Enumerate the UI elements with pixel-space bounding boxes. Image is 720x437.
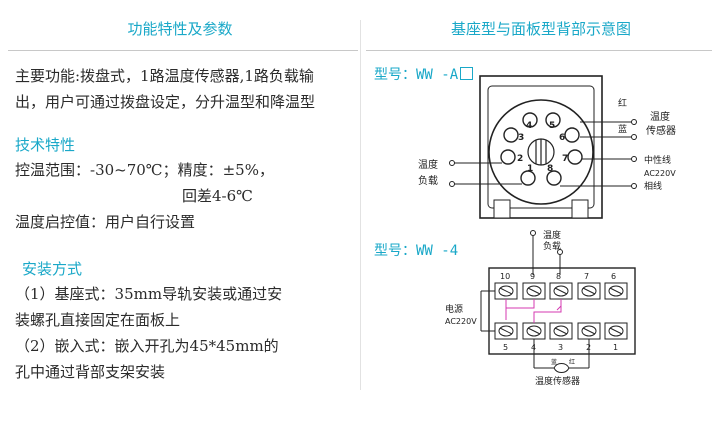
- install-line-2: 装螺孔直接固定在面板上: [15, 311, 181, 329]
- power-voltage-label: AC220V: [445, 317, 477, 326]
- label-ac: AC220V: [644, 169, 676, 178]
- svg-text:7: 7: [562, 154, 568, 164]
- sensor-blue-label: 蓝: [551, 358, 557, 366]
- pin-2: 2: [500, 149, 523, 165]
- terminal-number-8: 8: [556, 272, 561, 281]
- install-line-3: （2）嵌入式：嵌入开孔为45*45mm的: [15, 337, 279, 355]
- terminal-number-7: 7: [584, 272, 589, 281]
- socket-housing: [479, 75, 603, 219]
- pin-5: 5: [545, 112, 561, 131]
- label-left-temp: 温度: [418, 158, 438, 171]
- sensor-red-label: 红: [569, 358, 575, 366]
- pin-3: 3: [503, 127, 524, 143]
- panel-terminal-diagram: 温度 负载 10 9 8 7 6 5 4 3 2 1 电源 AC220V: [445, 229, 636, 387]
- model-checkbox-icon: [460, 67, 474, 80]
- terminal-number-10: 10: [500, 272, 510, 281]
- svg-text:4: 4: [526, 121, 532, 131]
- pin-1: 1: [520, 164, 536, 186]
- socket-inner-frame: [487, 85, 595, 209]
- pin-7: 7: [562, 149, 583, 165]
- sensor-icon: [553, 363, 570, 373]
- terminal-row-top: [494, 282, 628, 300]
- left-title-rule: [8, 50, 358, 51]
- sensor-label: 温度传感器: [535, 375, 580, 387]
- terminal-number-9: 9: [530, 272, 535, 281]
- right-section-title: 基座型与面板型背部示意图: [450, 20, 631, 38]
- install-line-4: 孔中通过背部支架安装: [15, 363, 166, 381]
- right-title-rule: [366, 50, 712, 51]
- pin-8: 8: [546, 164, 562, 186]
- label-phase: 相线: [644, 180, 662, 192]
- terminal-block: [488, 267, 636, 355]
- svg-text:1: 1: [527, 164, 533, 174]
- svg-text:3: 3: [518, 133, 524, 143]
- column-divider: [360, 20, 361, 390]
- label-blue: 蓝: [618, 123, 627, 135]
- base-socket-diagram: 4 5 3 6 2 7 1 8 红 蓝 温度 传感器 中性线 AC220V 相线: [418, 75, 676, 219]
- tech-line-3: 温度启控值：用户自行设置: [15, 213, 196, 231]
- label-red: 红: [618, 97, 627, 109]
- install-heading: 安装方式: [22, 260, 83, 278]
- features-line-1: 主要功能:拨盘式，1路温度传感器,1路负载输: [15, 67, 314, 85]
- socket-notch-right: [571, 199, 589, 219]
- svg-text:6: 6: [559, 133, 565, 143]
- left-section-title: 功能特性及参数: [127, 20, 233, 38]
- install-line-1: （1）基座式：35mm导轨安装或通过安: [15, 285, 283, 303]
- terminal-number-3: 3: [558, 343, 563, 352]
- label-neutral: 中性线: [644, 154, 671, 166]
- model-a-label: 型号：WW -A: [374, 64, 474, 84]
- top-load-label: 负载: [543, 240, 561, 252]
- svg-text:5: 5: [549, 121, 555, 131]
- svg-text:8: 8: [547, 164, 553, 174]
- pin-4: 4: [522, 112, 538, 131]
- label-temp-1: 温度: [650, 110, 670, 123]
- label-left-load: 负载: [418, 174, 438, 187]
- terminal-row-bottom: [494, 322, 628, 340]
- terminal-number-6: 6: [611, 272, 616, 281]
- top-temp-label: 温度: [543, 229, 561, 241]
- tech-heading: 技术特性: [15, 136, 76, 154]
- model-4-label: 型号：WW -4: [374, 243, 459, 259]
- tech-line-1: 控温范围：-30~70℃；精度：±5%，: [15, 161, 274, 179]
- tech-line-2: 回差4-6℃: [182, 187, 253, 205]
- power-label: 电源: [445, 303, 463, 315]
- terminal-number-5: 5: [503, 343, 508, 352]
- features-line-2: 出，用户可通过拨盘设定，分升温型和降温型: [15, 93, 316, 111]
- pin-6: 6: [559, 127, 580, 143]
- label-temp-2: 传感器: [646, 124, 676, 137]
- svg-text:2: 2: [517, 154, 523, 164]
- terminal-number-1: 1: [613, 343, 618, 352]
- socket-notch-left: [493, 199, 511, 219]
